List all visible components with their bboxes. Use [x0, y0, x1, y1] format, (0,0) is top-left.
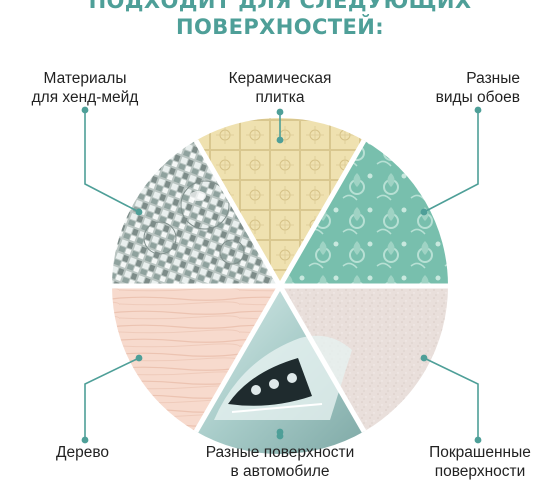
- label-ceramic-line-2: плитка: [255, 89, 305, 106]
- title-line-2: ПОВЕРХНОСТЕЙ:: [175, 15, 385, 39]
- connector-wood: [84, 357, 140, 440]
- label-wood-line-1: Дерево: [56, 444, 110, 461]
- title-line-1: ПОДХОДИТ ДЛЯ СЛЕДУЮЩИХ: [88, 0, 472, 13]
- connector-handmade: [84, 110, 140, 213]
- connector-painted: [423, 357, 479, 440]
- label-handmade: Материалы для хенд-мейд: [15, 69, 155, 107]
- label-car-line-1: Разные поверхности: [205, 444, 355, 461]
- label-handmade-line-2: для хенд-мейд: [31, 89, 139, 106]
- segment-painted-surfaces: [280, 286, 448, 432]
- car-headlight-image: [214, 335, 352, 420]
- connector-wallpaper: [423, 110, 479, 213]
- label-car-line-2: в автомобиле: [230, 463, 330, 480]
- segment-wood: [112, 286, 280, 432]
- connector-lines: [84, 110, 479, 440]
- label-wallpaper-line-1: Разные: [466, 70, 520, 87]
- disco-ball-image: [143, 180, 245, 265]
- label-ceramic-line-1: Керамическая: [228, 70, 332, 87]
- label-wood: Дерево: [56, 443, 109, 462]
- segment-ceramic-tile: [196, 117, 364, 286]
- segment-wallpaper: [280, 140, 448, 286]
- label-handmade-line-1: Материалы: [43, 70, 127, 87]
- wedge-separators: [112, 139, 448, 433]
- label-painted-line-1: Покрашенные: [429, 444, 531, 461]
- label-wallpaper-line-2: виды обоев: [435, 89, 520, 106]
- label-painted: Покрашенные поверхности: [410, 443, 550, 481]
- connector-dots: [81, 106, 482, 444]
- label-car: Разные поверхности в автомобиле: [185, 443, 375, 481]
- label-wallpaper: Разные виды обоев: [380, 69, 520, 107]
- label-painted-line-2: поверхности: [434, 463, 526, 480]
- label-ceramic: Керамическая плитка: [205, 69, 355, 107]
